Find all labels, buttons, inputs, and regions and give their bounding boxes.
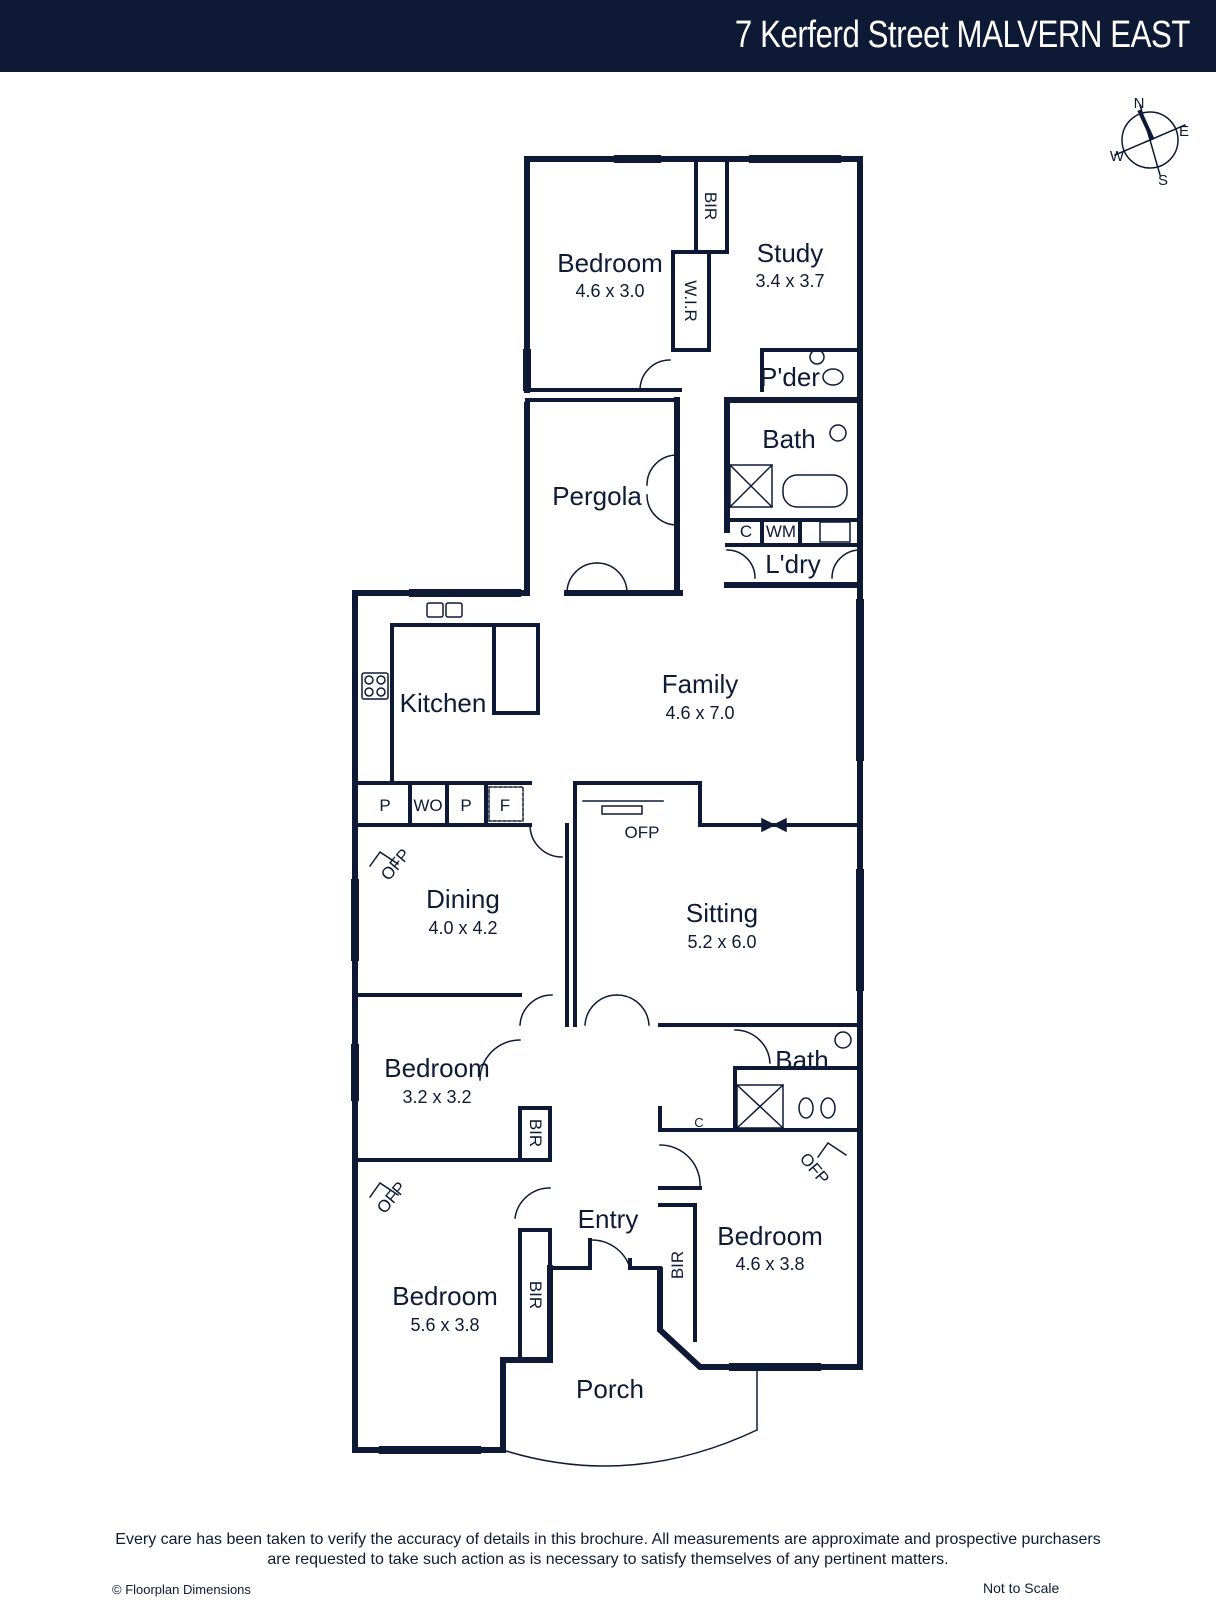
room-label-family: Family: [662, 669, 739, 699]
room-label-study: Study: [757, 238, 824, 268]
compass-s: S: [1158, 172, 1168, 189]
room-label-bedroom-top: Bedroom: [557, 248, 663, 278]
compass-rose: [1114, 104, 1186, 176]
room-label-porch: Porch: [576, 1374, 644, 1404]
room-label-bedroom-br: Bedroom: [717, 1221, 823, 1251]
disclaimer-line-1: Every care has been taken to verify the …: [115, 1531, 1101, 1548]
outer-walls: [352, 156, 863, 1453]
disclaimer-line-2: are requested to take such action as is …: [267, 1551, 949, 1568]
fixture-label-bir-mid: BIR: [526, 1119, 545, 1147]
compass-w: W: [1110, 148, 1125, 165]
fixture-label-wir: W.I.R: [681, 280, 700, 322]
scale-note: Not to Scale: [983, 1580, 1060, 1596]
fixture-label-wo: WO: [413, 796, 442, 815]
page-title: 7 Kerferd Street MALVERN EAST: [734, 14, 1191, 56]
room-label-bath-bottom: Bath: [775, 1045, 829, 1075]
fixture-label-ofp-sitting: OFP: [625, 823, 660, 842]
fixture-label-pantry-2: P: [460, 796, 471, 815]
room-label-kitchen: Kitchen: [400, 688, 487, 718]
windows: [351, 155, 864, 1454]
room-label-laundry: L'dry: [765, 549, 821, 579]
disclaimer: Every care has been taken to verify the …: [0, 1530, 1216, 1570]
room-label-entry: Entry: [578, 1204, 639, 1234]
room-label-pder: P'der: [760, 362, 820, 392]
room-label-bedroom-mid: Bedroom: [384, 1053, 490, 1083]
room-dim-bedroom-top: 4.6 x 3.0: [575, 281, 644, 301]
fixture-label-bir-br: BIR: [668, 1251, 687, 1279]
fixture-label-wm: WM: [766, 522, 796, 541]
room-dim-family: 4.6 x 7.0: [665, 703, 734, 723]
room-dim-bedroom-br: 4.6 x 3.8: [735, 1254, 804, 1274]
fixture-label-ofp-dining: OFP: [377, 845, 414, 884]
fixture-label-c-hall: C: [694, 1115, 703, 1130]
room-label-pergola: Pergola: [552, 481, 642, 511]
room-dim-sitting: 5.2 x 6.0: [687, 932, 756, 952]
fixture-label-bir-top: BIR: [701, 192, 720, 220]
fixture-label-pantry-1: P: [379, 796, 390, 815]
fixture-label-fridge: F: [500, 796, 510, 815]
room-dim-bedroom-bl: 5.6 x 3.8: [410, 1315, 479, 1335]
compass-e: E: [1179, 123, 1189, 140]
fixture-label-ofp-bedroom-br: OFP: [796, 1149, 833, 1188]
fixture-label-bir-bl: BIR: [526, 1281, 545, 1309]
fixture-label-c-laundry: C: [740, 522, 752, 541]
credit: © Floorplan Dimensions: [112, 1582, 251, 1597]
room-dim-dining: 4.0 x 4.2: [428, 918, 497, 938]
door-swings: [479, 359, 861, 1467]
compass-n: N: [1134, 95, 1145, 112]
room-label-sitting: Sitting: [686, 898, 758, 928]
room-label-dining: Dining: [426, 884, 500, 914]
header-bar: 7 Kerferd Street MALVERN EAST: [0, 0, 1216, 72]
room-label-bath-top: Bath: [762, 424, 816, 454]
room-label-bedroom-bl: Bedroom: [392, 1281, 498, 1311]
room-dim-study: 3.4 x 3.7: [755, 271, 824, 291]
kitchen-fixtures: [361, 349, 852, 1199]
room-dim-bedroom-mid: 3.2 x 3.2: [402, 1087, 471, 1107]
interior-walls: [358, 157, 862, 1362]
